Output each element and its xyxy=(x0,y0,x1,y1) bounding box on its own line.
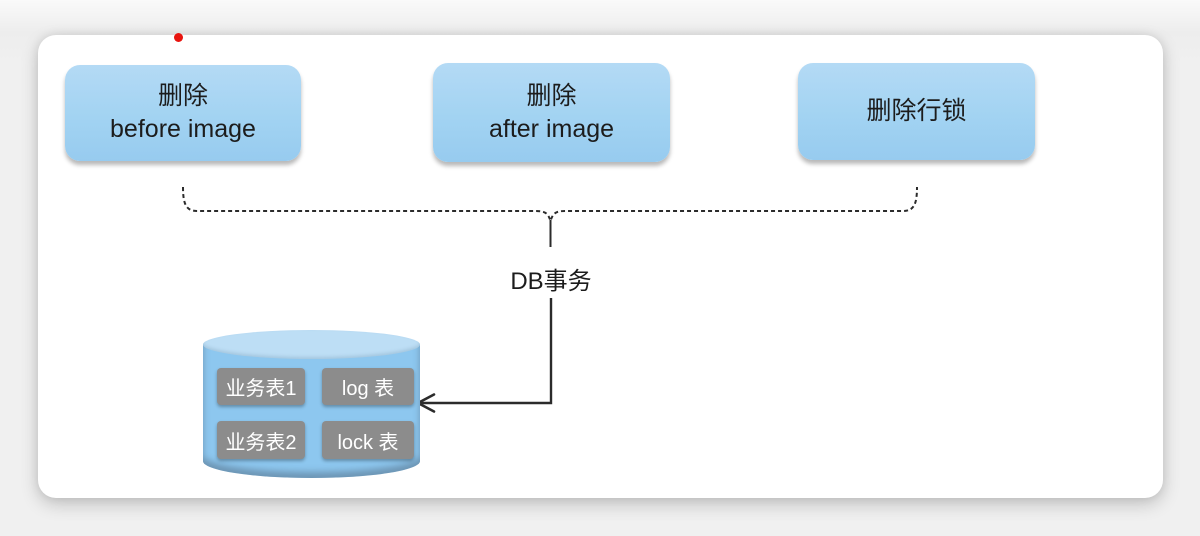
node-label-line: 删除 xyxy=(526,81,577,110)
node-delete-row-lock: 删除行锁 xyxy=(798,63,1035,160)
db-table-business1: 业务表1 xyxy=(217,368,305,405)
db-transaction-label: DB事务 xyxy=(510,268,592,295)
node-label-line: after image xyxy=(488,114,615,143)
db-table-lock: lock 表 xyxy=(322,421,414,459)
db-table-log: log 表 xyxy=(322,368,414,405)
node-label-line: 删除 xyxy=(157,82,208,110)
red-pointer-dot xyxy=(174,33,183,42)
node-label-line: before image xyxy=(110,115,256,143)
node-delete-after-image: 删除 after image xyxy=(433,63,670,162)
database-cylinder-top xyxy=(203,330,420,359)
db-table-business2: 业务表2 xyxy=(217,421,305,459)
node-delete-before-image: 删除 before image xyxy=(65,65,301,161)
node-label-line: 删除行锁 xyxy=(866,97,967,125)
